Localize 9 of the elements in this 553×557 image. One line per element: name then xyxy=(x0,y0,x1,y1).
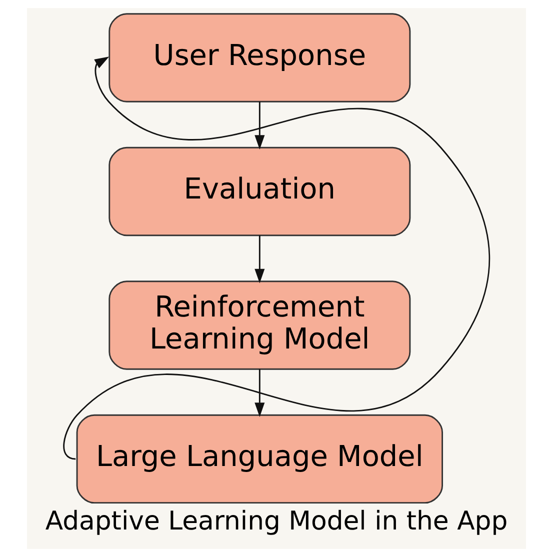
node-box: User Response xyxy=(108,13,411,102)
node-box: Large Language Model xyxy=(76,414,444,504)
arrow xyxy=(254,369,265,417)
arrow xyxy=(254,102,265,150)
caption: Adaptive Learning Model in the App xyxy=(45,506,508,536)
arrow xyxy=(254,235,265,284)
node-box: Evaluation xyxy=(108,146,411,236)
node-box: Reinforcement Learning Model xyxy=(108,280,411,370)
arrow xyxy=(63,56,490,460)
